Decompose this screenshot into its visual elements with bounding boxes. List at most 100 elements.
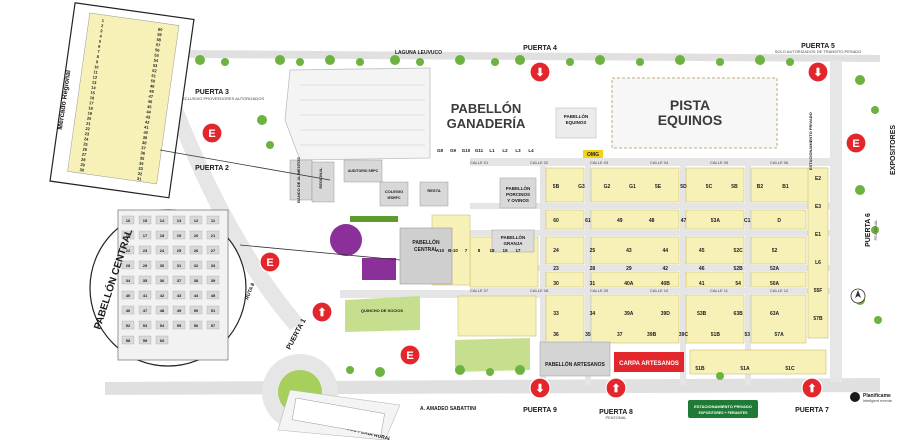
central-stall [206, 290, 220, 300]
mercado-stall-number: 11 [93, 69, 99, 75]
central-stall-number: 59 [143, 338, 148, 343]
central-stall [121, 245, 135, 255]
gate-glyph: E [406, 350, 413, 362]
lot-label: 28 [590, 266, 596, 272]
central-stall [121, 215, 135, 225]
mercado-stall-number: 2 [101, 23, 105, 28]
mercado-stall-number: 9 [96, 59, 100, 64]
auditorio-label: AUDITORIO SRPC [348, 169, 379, 173]
central-stall-number: 22 [126, 248, 131, 253]
porcinos-label-1: PABELLÓN [506, 184, 530, 191]
mercado-stall-number: 45 [147, 104, 153, 110]
street-sabattini: A. AMADEO SABATTINI [420, 406, 477, 412]
central-stall [155, 290, 169, 300]
pabellon-equinos-building [555, 107, 597, 139]
resta-building [419, 181, 449, 207]
street-laguna-leuvuco: LAGUNA LEUVUCO [395, 50, 442, 56]
lot-label: 8 [478, 248, 481, 253]
central-stall-number: 21 [211, 233, 216, 238]
lot-label: 57B [813, 316, 823, 322]
purple-dome [330, 224, 362, 256]
lot-label: 42 [663, 266, 669, 272]
central-stall [138, 215, 152, 225]
lot-label: 5D [680, 184, 687, 190]
estacionamiento-side-label: ESTACIONAMIENTO PRIVADO [808, 112, 813, 170]
entrance-marker-icon: E [201, 122, 223, 144]
central-stall [121, 230, 135, 240]
central-stall [189, 230, 203, 240]
ganaderia-stalls [300, 84, 425, 146]
entrance-marker-icon: E [845, 132, 867, 154]
gate-label-p2: PUERTA 2 [195, 165, 229, 172]
mercado-stall-number: 41 [144, 124, 150, 130]
lot-label: 51C [785, 366, 795, 372]
central-stall-number: 50 [194, 308, 199, 313]
trees [195, 55, 882, 380]
calle-label: CALLE 04 [650, 160, 669, 165]
lot-label: 33 [553, 311, 559, 317]
central-stall-number: 29 [143, 263, 148, 268]
central-stall [206, 260, 220, 270]
lot-label: 5E [655, 184, 662, 190]
central-stall [206, 305, 220, 315]
mercado-stall-number: 33 [138, 166, 144, 172]
central-stall [189, 305, 203, 315]
central-stall [121, 320, 135, 330]
central-stall [155, 275, 169, 285]
lot-label: 54 [735, 281, 741, 287]
gate-sub-p3: INGRESO EXCLUSIVO PROVEEDORES AUTORIZADO… [160, 96, 265, 101]
central-stall-number: 60 [160, 338, 165, 343]
central-stall-number: 13 [177, 218, 182, 223]
mercado-stall-number: 26 [82, 146, 88, 152]
mercado-stall-number: 19 [87, 110, 93, 116]
mercado-regional-building [311, 161, 335, 203]
central-stall-number: 17 [143, 233, 148, 238]
gate-label-p4: PUERTA 4 [523, 45, 557, 52]
pabellon-artesanos-building [539, 341, 611, 377]
mercado-stall-number: 40 [143, 130, 149, 136]
pista-equinos-label-2: EQUINOS [658, 112, 723, 128]
calle-label: CALLE 12 [770, 288, 789, 293]
grass-areas [345, 296, 530, 372]
gate-marker-icon: ⬆ [605, 377, 627, 399]
central-stall-number: 35 [143, 278, 148, 283]
lot-label: L4 [528, 148, 534, 153]
gate-marker-icon: ⬇ [807, 61, 829, 83]
auditorio-building [343, 159, 383, 183]
carpa-artesanos-building [614, 352, 684, 372]
lot-label: B2 [757, 184, 764, 190]
mercado-stall-number: 3 [100, 28, 104, 33]
central-stall [172, 215, 186, 225]
lot-label: G11 [475, 148, 484, 153]
lot-label: 39D [661, 311, 671, 317]
mercado-stall-number: 56 [155, 47, 161, 53]
mercado-stall-number: 53 [153, 63, 159, 69]
mercado-inset-stalls [67, 12, 180, 185]
mercado-stall-number: 22 [85, 126, 91, 132]
central-stall-number: 36 [160, 278, 165, 283]
mercado-stall-number: 31 [137, 176, 143, 182]
lot-label: 37 [617, 332, 623, 338]
gate-marker-icon: ⬇ [529, 61, 551, 83]
lot-label: 23 [553, 266, 559, 272]
mercado-stall-number: 35 [140, 155, 146, 161]
central-stall [121, 290, 135, 300]
central-stall-number: 52 [126, 323, 131, 328]
central-stall-number: 54 [160, 323, 165, 328]
central-stall-number: 44 [194, 293, 199, 298]
central-stall-number: 55 [177, 323, 182, 328]
lot-label: G10 [462, 148, 471, 153]
mercado-stall-number: 18 [88, 105, 94, 111]
central-stall [206, 275, 220, 285]
central-stall-number: 42 [160, 293, 165, 298]
central-stall [172, 305, 186, 315]
central-stall [155, 215, 169, 225]
central-stall [138, 245, 152, 255]
pabellon-equinos-label-2: EQUINOS [566, 120, 587, 125]
lot-label: E2 [815, 176, 821, 182]
central-stall [138, 230, 152, 240]
central-stall-number: 41 [143, 293, 148, 298]
gate-marker-icon: ⬆ [801, 377, 823, 399]
pabellon-artesanos-label: PABELLÓN ARTESANOS [545, 360, 605, 368]
